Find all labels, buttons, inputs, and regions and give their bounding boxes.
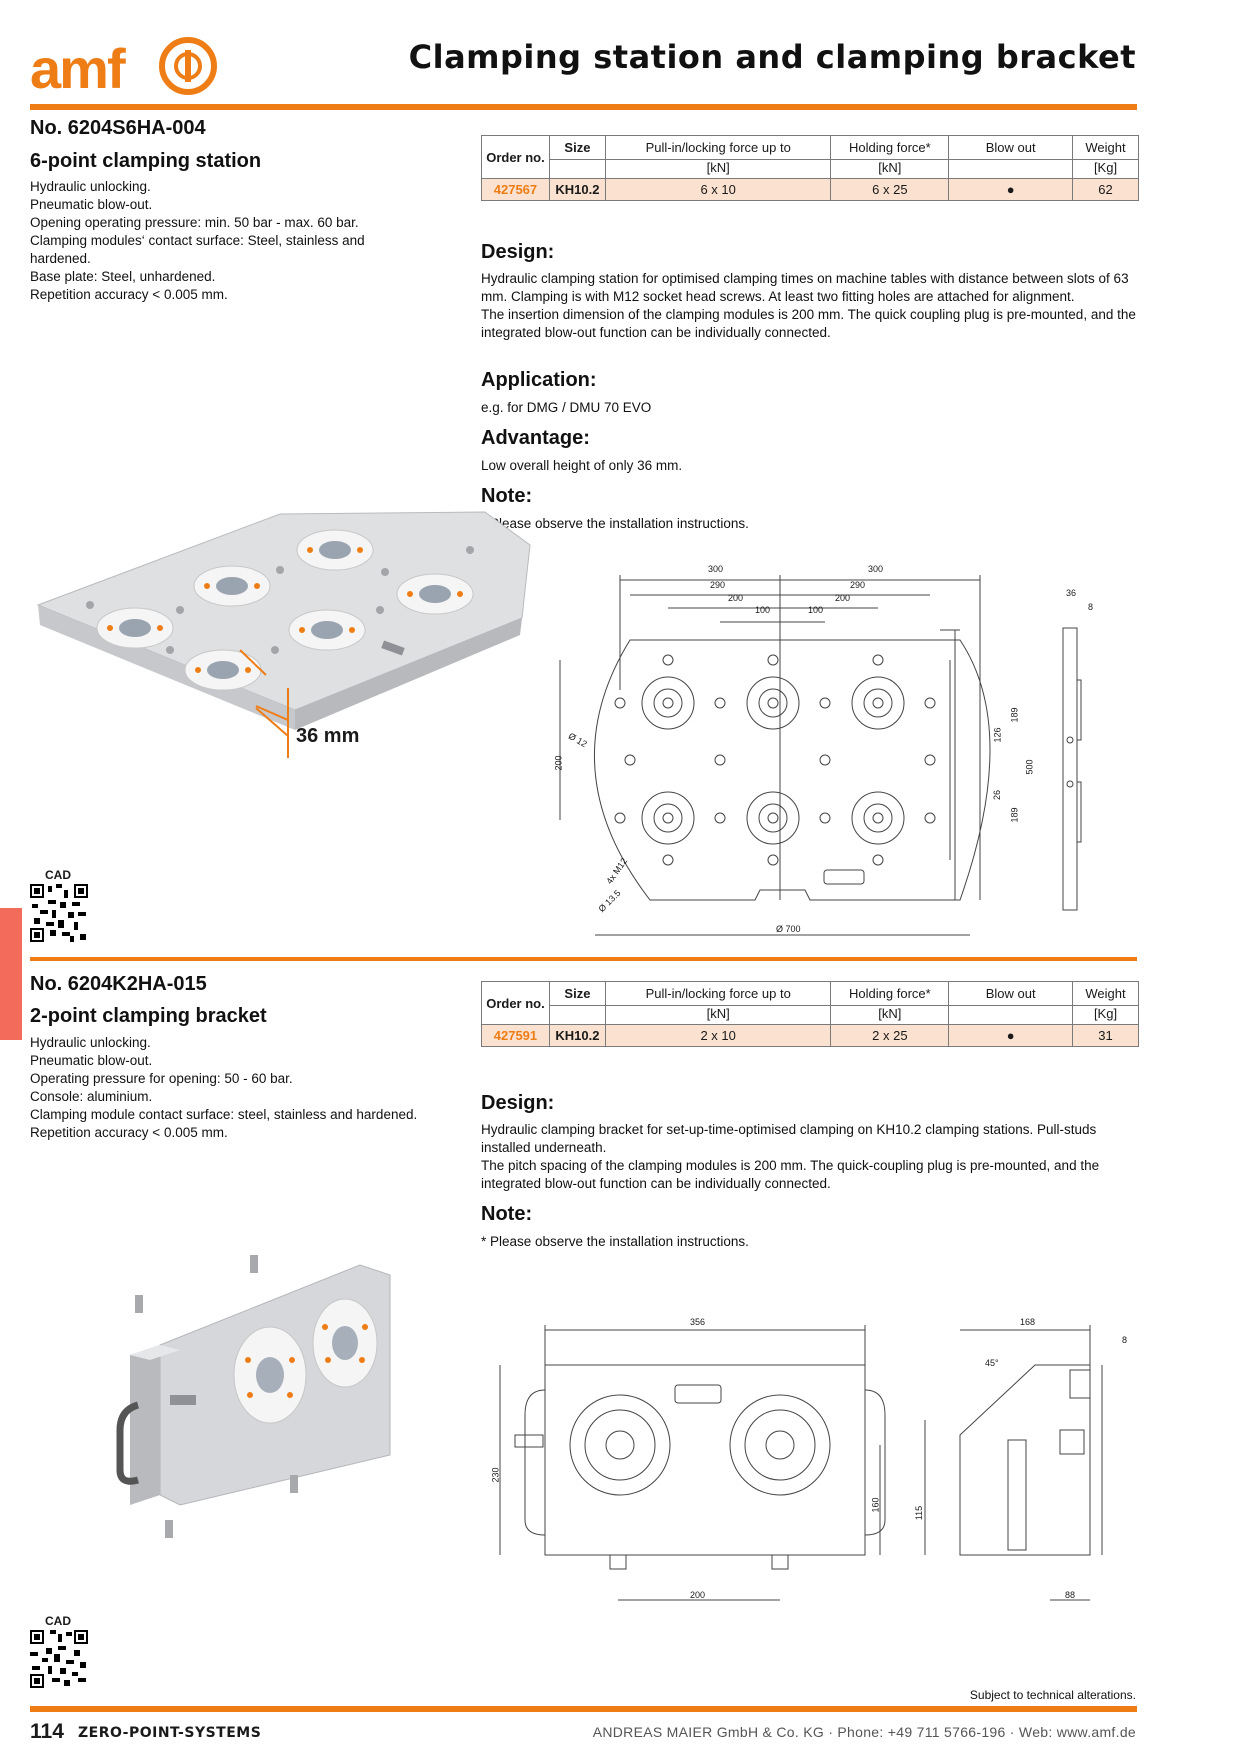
dim-200-vertical: 200 [553, 755, 564, 771]
unit-holding: [kN] [830, 1005, 950, 1025]
product2-design-heading: Design: [481, 1092, 555, 1114]
col-blowout: Blow out [948, 981, 1074, 1006]
col-blowout: Blow out [948, 135, 1074, 160]
col-weight: Weight [1072, 135, 1139, 160]
pull-value: 2 x 10 [604, 1024, 832, 1047]
holding-value: 6 x 25 [830, 178, 950, 201]
blowout-value: ● [948, 178, 1074, 201]
product2-number: No. 6204K2HA-015 [30, 973, 207, 995]
order-number[interactable]: 427591 [481, 1024, 550, 1047]
dim-88: 88 [1065, 1590, 1076, 1600]
dim-200-left: 200 [728, 593, 744, 603]
product2-description: Hydraulic unlocking. Pneumatic blow-out.… [30, 1035, 418, 1140]
size-value: KH10.2 [548, 1024, 606, 1047]
product1-note-text: * Please observe the installation instru… [481, 516, 749, 531]
product1-design-text: Hydraulic clamping station for optimised… [481, 271, 1136, 340]
weight-value: 62 [1072, 178, 1139, 201]
product1-description: Hydraulic unlocking. Pneumatic blow-out.… [30, 179, 365, 302]
dim-300-right: 300 [868, 564, 884, 574]
dim-100-right: 100 [808, 605, 824, 615]
dim-36: 36 [1066, 588, 1077, 598]
dim-100-left: 100 [755, 605, 771, 615]
blowout-value: ● [948, 1024, 1074, 1047]
col-holding: Holding force* [830, 135, 950, 160]
product2-design-text: Hydraulic clamping bracket for set-up-ti… [481, 1122, 1100, 1191]
unit-holding: [kN] [830, 159, 950, 179]
dim-168: 168 [1020, 1317, 1036, 1327]
cad1-qr-code[interactable] [30, 884, 88, 942]
col-weight: Weight [1072, 981, 1139, 1006]
unit-weight: [Kg] [1072, 159, 1139, 179]
product1-design-heading: Design: [481, 241, 555, 263]
pull-value: 6 x 10 [604, 178, 832, 201]
unit-pull: [kN] [604, 159, 832, 179]
col-size: Size [548, 981, 606, 1006]
size-value: KH10.2 [548, 178, 606, 201]
page-number: 114 [30, 1720, 64, 1743]
dim-290-right: 290 [850, 580, 866, 590]
product1-note-heading: Note: [481, 485, 533, 507]
product1-number: No. 6204S6HA-004 [30, 117, 206, 139]
section-divider [30, 957, 1137, 961]
cad2-label: CAD [45, 1614, 71, 1628]
clamping-station-photo [36, 511, 531, 758]
col-pull: Pull-in/locking force up to [604, 981, 832, 1006]
dim-230: 230 [490, 1467, 501, 1483]
unit-weight: [Kg] [1072, 1005, 1139, 1025]
header-rule [30, 104, 1137, 110]
unit-pull: [kN] [604, 1005, 832, 1025]
clamping-bracket-drawing [499, 1325, 1103, 1601]
dim-26: 26 [992, 789, 1003, 801]
product1-advantage-heading: Advantage: [481, 427, 590, 449]
col-order: Order no. [481, 981, 550, 1025]
cad1-label: CAD [45, 868, 71, 882]
dim-200: 200 [690, 1590, 706, 1600]
dim-45-degree: 45° [985, 1358, 999, 1368]
product1-advantage-text: Low overall height of only 36 mm. [481, 458, 683, 473]
cad2-qr-code[interactable] [30, 1630, 88, 1688]
dim-189-top: 189 [1009, 707, 1020, 723]
holding-value: 2 x 25 [830, 1024, 950, 1047]
col-size: Size [548, 135, 606, 160]
col-pull: Pull-in/locking force up to [604, 135, 832, 160]
dim-diameter-700: Ø 700 [776, 924, 801, 934]
dim-8: 8 [1088, 602, 1094, 612]
footer-rule [30, 1706, 1137, 1712]
clamping-station-drawing [559, 575, 1082, 936]
dim-115: 115 [914, 1505, 925, 1521]
dim-8: 8 [1122, 1335, 1128, 1345]
product1-spec-table: Order no. Size Pull-in/locking force up … [481, 135, 1139, 201]
product2-spec-table: Order no. Size Pull-in/locking force up … [481, 981, 1139, 1047]
table-row: 427591 KH10.2 2 x 10 2 x 25 ● 31 [481, 1024, 1139, 1047]
amf-logo: amf [30, 36, 220, 100]
dim-356: 356 [690, 1317, 706, 1327]
clamping-bracket-photo [116, 1255, 391, 1538]
table-row: 427567 KH10.2 6 x 10 6 x 25 ● 62 [481, 178, 1139, 201]
dim-300-left: 300 [708, 564, 724, 574]
technical-alterations-note: Subject to technical alterations. [969, 1688, 1136, 1702]
dim-189-bottom: 189 [1009, 807, 1020, 823]
product1-name: 6-point clamping station [30, 150, 262, 172]
product1-application-text: e.g. for DMG / DMU 70 EVO [481, 400, 652, 415]
product1-application-heading: Application: [481, 369, 597, 391]
dim-500: 500 [1024, 759, 1035, 775]
page-title: Clamping station and clamping bracket [408, 38, 1136, 76]
col-holding: Holding force* [830, 981, 950, 1006]
svg-text:amf: amf [30, 37, 126, 98]
product2-name: 2-point clamping bracket [30, 1005, 267, 1027]
weight-value: 31 [1072, 1024, 1139, 1047]
dim-160: 160 [870, 1497, 881, 1513]
dim-290-left: 290 [710, 580, 726, 590]
height-label: 36 mm [296, 725, 360, 747]
order-number[interactable]: 427567 [481, 178, 550, 201]
dim-126: 126 [992, 727, 1003, 743]
section-name: ZERO-POINT-SYSTEMS [78, 1725, 262, 1741]
section-tab [0, 908, 22, 1040]
product2-note-heading: Note: [481, 1203, 533, 1225]
dim-200-right: 200 [835, 593, 851, 603]
product2-note-text: * Please observe the installation instru… [481, 1234, 749, 1249]
company-info: ANDREAS MAIER GmbH & Co. KG · Phone: +49… [592, 1724, 1136, 1740]
col-order: Order no. [481, 135, 550, 179]
